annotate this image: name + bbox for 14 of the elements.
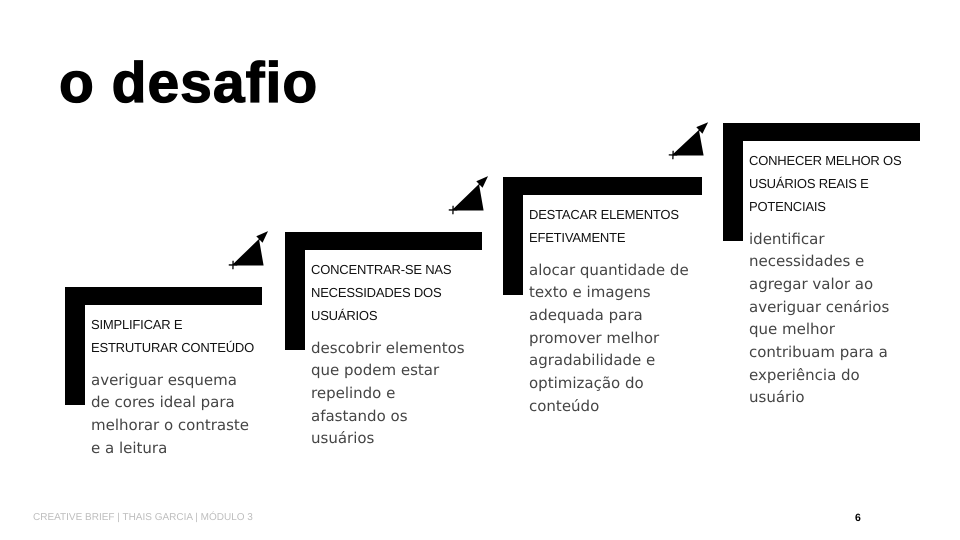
step-description: identificar necessidades e agregar valor ao averiguar cenários que melhor contribuam para a experiência do usuário — [749, 228, 890, 408]
slide-title: o desafio — [59, 55, 318, 112]
step-description: averiguar esquema de cores ideal para melhorar o contraste e a leitura — [91, 370, 250, 459]
step-heading: SIMPLIFICAR E ESTRUTURAR CONTEÚDO — [91, 316, 256, 356]
footer-text: CREATIVE BRIEF | THAIS GARCIA | MÓDULO 3 — [33, 512, 253, 523]
step-description: alocar quantidade de texto e imagens adequada para promover melhor agradabilidade e optimização do conteúdo — [529, 260, 690, 417]
step-arrow — [228, 231, 268, 270]
step-arrow — [668, 122, 708, 160]
page-number: 6 — [855, 512, 861, 524]
step-description: descobrir elementos que podem estar repelindo e afastando os usuários — [311, 338, 466, 450]
step-arrow — [448, 176, 488, 214]
step-heading: DESTACAR ELEMENTOS EFETIVAMENTE — [529, 206, 680, 246]
step-heading: CONHECER MELHOR OS USUÁRIOS REAIS E POTENCIAIS — [749, 152, 902, 216]
step-heading: CONCENTRAR-SE NAS NECESSIDADES DOS USUÁRIOS — [311, 260, 452, 324]
